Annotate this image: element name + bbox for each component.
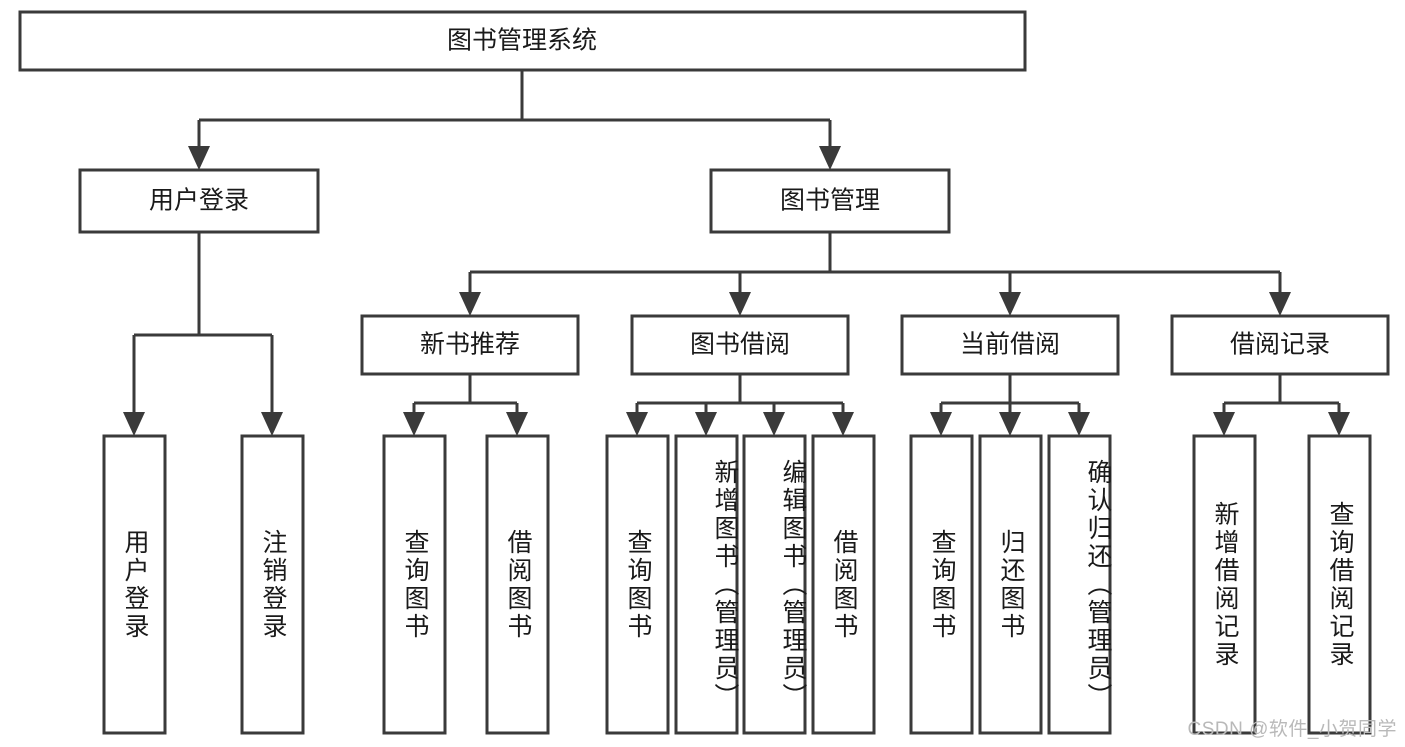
node-borrow-record-label: 借阅记录 (1230, 331, 1330, 359)
leaf-node-user-login[interactable] (102, 434, 167, 735)
connector-user-login-branch (123, 232, 283, 436)
leaf-node-query-book-2[interactable] (605, 434, 670, 735)
node-book-borrow[interactable]: 图书借阅 (630, 314, 850, 376)
node-root-label: 图书管理系统 (447, 27, 597, 55)
csdn-watermark: CSDN @软件_小贺同学 (1187, 719, 1397, 740)
node-current-borrow[interactable]: 当前借阅 (900, 314, 1120, 376)
connector-new-book-branch (403, 374, 528, 436)
connector-book-borrow-branch (626, 374, 854, 436)
connector-root-to-bus (188, 70, 841, 170)
connector-book-mgmt-branch (459, 232, 1291, 316)
node-book-management[interactable]: 图书管理 (709, 168, 951, 234)
leaf-node-query-book-1[interactable] (382, 434, 447, 735)
node-book-borrow-label: 图书借阅 (690, 331, 790, 359)
leaf-node-query-borrow-record[interactable] (1307, 434, 1372, 735)
connector-borrow-record-branch (1213, 374, 1350, 436)
leaf-node-query-book-3[interactable] (909, 434, 974, 735)
node-book-management-label: 图书管理 (780, 187, 880, 215)
leaf-node-borrow-book-1[interactable] (485, 434, 550, 735)
leaf-node-confirm-return-admin[interactable] (1047, 434, 1112, 735)
leaf-node-edit-book-admin[interactable] (742, 434, 807, 735)
node-current-borrow-label: 当前借阅 (960, 331, 1060, 359)
leaf-node-borrow-book-2[interactable] (811, 434, 876, 735)
node-new-book-recommend[interactable]: 新书推荐 (360, 314, 580, 376)
node-user-login[interactable]: 用户登录 (78, 168, 320, 234)
node-borrow-record[interactable]: 借阅记录 (1170, 314, 1390, 376)
node-new-book-recommend-label: 新书推荐 (420, 331, 520, 359)
node-user-login-label: 用户登录 (149, 187, 249, 215)
connector-current-borrow-branch (930, 374, 1090, 436)
leaf-node-logout[interactable] (240, 434, 305, 735)
leaf-node-add-book-admin[interactable] (674, 434, 739, 735)
leaf-node-return-book[interactable] (978, 434, 1043, 735)
node-root[interactable]: 图书管理系统 (18, 10, 1027, 72)
leaf-node-add-borrow-record[interactable] (1192, 434, 1257, 735)
